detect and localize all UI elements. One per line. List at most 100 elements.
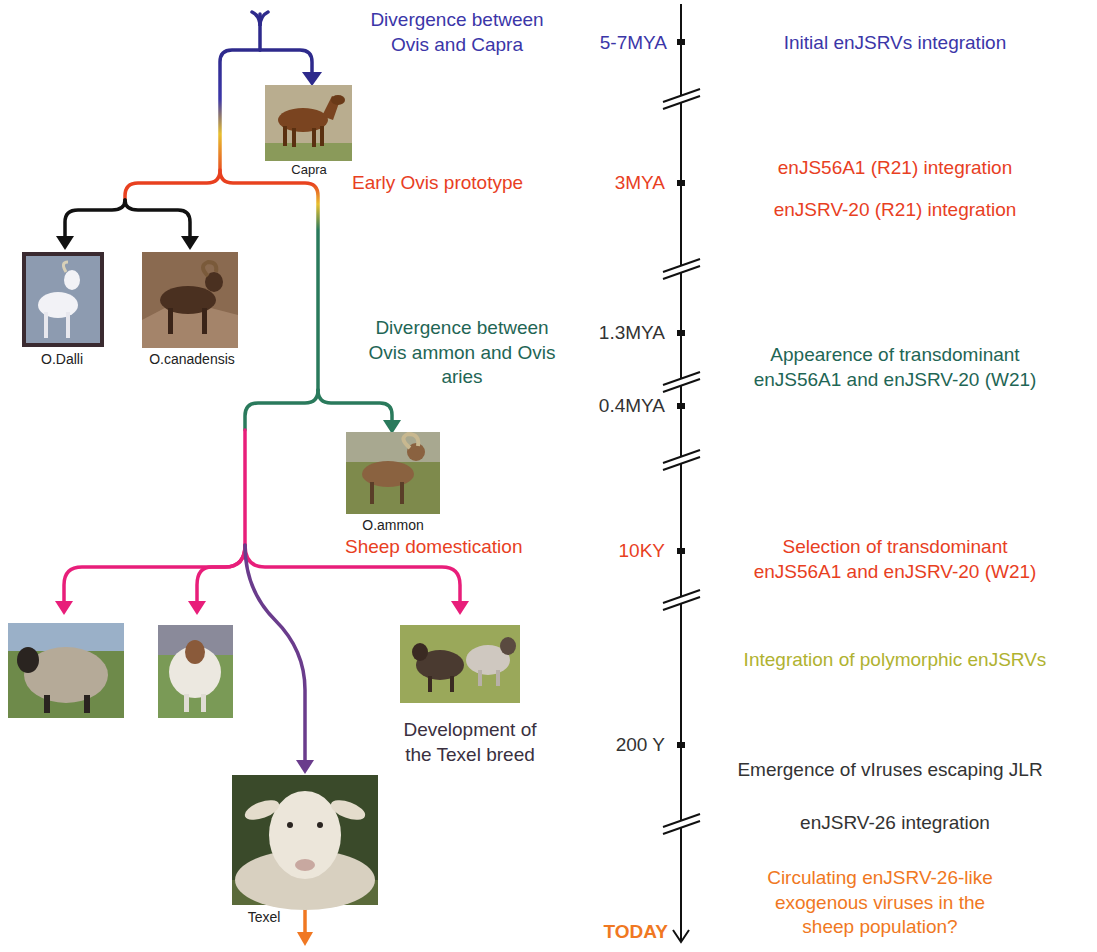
argali-photo bbox=[346, 432, 440, 514]
event-label: Development of the Texel breed bbox=[395, 718, 545, 767]
timeline-tick bbox=[677, 330, 685, 336]
time-label: 3MYA bbox=[615, 171, 665, 196]
axis-break bbox=[663, 450, 700, 470]
axis-break bbox=[663, 590, 700, 603]
event-label: Sheep domestication bbox=[345, 535, 522, 560]
texel-photo bbox=[287, 822, 293, 828]
arrow-head bbox=[296, 760, 314, 774]
integration-label: enJSRV-26 integration bbox=[800, 811, 990, 836]
texel-photo bbox=[232, 775, 378, 910]
goat-photo bbox=[292, 128, 296, 147]
integration-label: Integration of polymorphic enJSRVs bbox=[744, 648, 1047, 673]
axis-break bbox=[663, 259, 700, 272]
timeline-axis bbox=[673, 4, 689, 942]
axis-break bbox=[663, 372, 700, 385]
sheep-photo bbox=[8, 623, 124, 718]
dall-sheep-photo bbox=[44, 312, 48, 338]
texel-photo bbox=[328, 796, 367, 823]
bighorn-sheep-photo bbox=[202, 308, 207, 334]
timeline-axis bbox=[673, 930, 689, 942]
event-label: Early Ovis prototype bbox=[352, 171, 523, 196]
photo-caption: O.Dalli bbox=[41, 350, 83, 368]
time-label: 5-7MYA bbox=[600, 31, 667, 56]
photo-caption: O.canadensis bbox=[149, 350, 235, 368]
integration-label: Emergence of vIruses escaping JLR bbox=[737, 758, 1042, 783]
tree-branch bbox=[243, 430, 247, 545]
texel-photo bbox=[235, 850, 375, 910]
timeline-tick bbox=[677, 548, 685, 554]
sheep-photo bbox=[184, 694, 189, 712]
arrow-head bbox=[297, 932, 313, 946]
sheep-photo bbox=[185, 640, 205, 664]
timeline-tick bbox=[677, 180, 685, 186]
event-label: Divergence between Ovis ammon and Ovis a… bbox=[367, 316, 557, 390]
arrow-head bbox=[451, 601, 469, 615]
tree-branch bbox=[64, 545, 245, 603]
sheep-photo bbox=[412, 643, 428, 661]
photo-caption: Capra bbox=[291, 162, 326, 179]
axis-break bbox=[663, 89, 700, 102]
timeline-tick bbox=[677, 403, 685, 409]
timeline-tick bbox=[677, 742, 685, 748]
integration-label: Appearence of transdominant enJS56A1 and… bbox=[745, 343, 1045, 392]
argali-photo bbox=[362, 461, 414, 487]
tree-branch bbox=[197, 545, 245, 603]
integration-label: enJS56A1 (R21) integration bbox=[778, 156, 1012, 181]
arrow-head bbox=[181, 236, 199, 250]
sheep-photo bbox=[201, 694, 206, 712]
sheep-photo bbox=[8, 623, 124, 651]
axis-break bbox=[663, 259, 700, 279]
arrow-head bbox=[302, 72, 322, 86]
argali-photo bbox=[400, 482, 404, 504]
dall-sheep-photo bbox=[66, 312, 70, 338]
tree-branch bbox=[318, 390, 392, 422]
goat-photo bbox=[320, 126, 324, 146]
axis-break bbox=[663, 372, 700, 392]
axis-break bbox=[663, 379, 700, 392]
time-label: TODAY bbox=[604, 920, 668, 945]
integration-label: Circulating enJSRV-26-like exogenous vir… bbox=[750, 866, 1010, 940]
texel-photo bbox=[242, 796, 281, 823]
axis-break bbox=[663, 597, 700, 610]
event-label: Divergence between Ovis and Capra bbox=[357, 8, 557, 57]
sheep-photo bbox=[17, 647, 39, 673]
time-label: 10KY bbox=[619, 539, 665, 564]
integration-label: enJSRV-20 (R21) integration bbox=[774, 198, 1017, 223]
sheep-photo bbox=[400, 625, 520, 703]
arrow-head bbox=[383, 420, 401, 434]
goat-photo bbox=[312, 128, 316, 147]
bighorn-sheep-photo bbox=[203, 262, 216, 276]
timeline-tick bbox=[677, 39, 685, 748]
tree-branch bbox=[260, 50, 312, 74]
arrow-head bbox=[56, 236, 74, 250]
tree-branch bbox=[258, 14, 262, 50]
axis-break bbox=[663, 457, 700, 470]
tree-branch bbox=[245, 390, 318, 430]
axis-break bbox=[663, 450, 700, 463]
timeline-tick bbox=[677, 39, 685, 45]
texel-photo bbox=[295, 859, 315, 871]
argali-photo bbox=[370, 482, 374, 504]
time-label: 200 Y bbox=[616, 733, 665, 758]
tree-branch bbox=[64, 12, 460, 934]
tree-branch bbox=[125, 50, 260, 200]
goat-photo bbox=[331, 95, 345, 105]
axis-break bbox=[663, 89, 700, 109]
photo-caption: Texel bbox=[248, 908, 281, 926]
sheep-photo bbox=[158, 625, 233, 718]
sheep-photo bbox=[478, 670, 482, 686]
tree-branch bbox=[65, 200, 125, 238]
axis-break bbox=[663, 266, 700, 279]
texel-photo bbox=[269, 791, 341, 879]
goat-photo bbox=[265, 85, 352, 161]
sheep-photo bbox=[84, 695, 90, 713]
sheep-photo bbox=[400, 625, 520, 703]
integration-label: Selection of transdominant enJS56A1 and … bbox=[745, 535, 1045, 584]
dall-sheep-photo bbox=[22, 252, 104, 347]
bighorn-sheep-photo bbox=[142, 252, 238, 348]
dall-sheep-photo bbox=[64, 270, 80, 290]
argali-photo bbox=[403, 434, 418, 448]
dall-sheep-photo bbox=[26, 256, 100, 343]
